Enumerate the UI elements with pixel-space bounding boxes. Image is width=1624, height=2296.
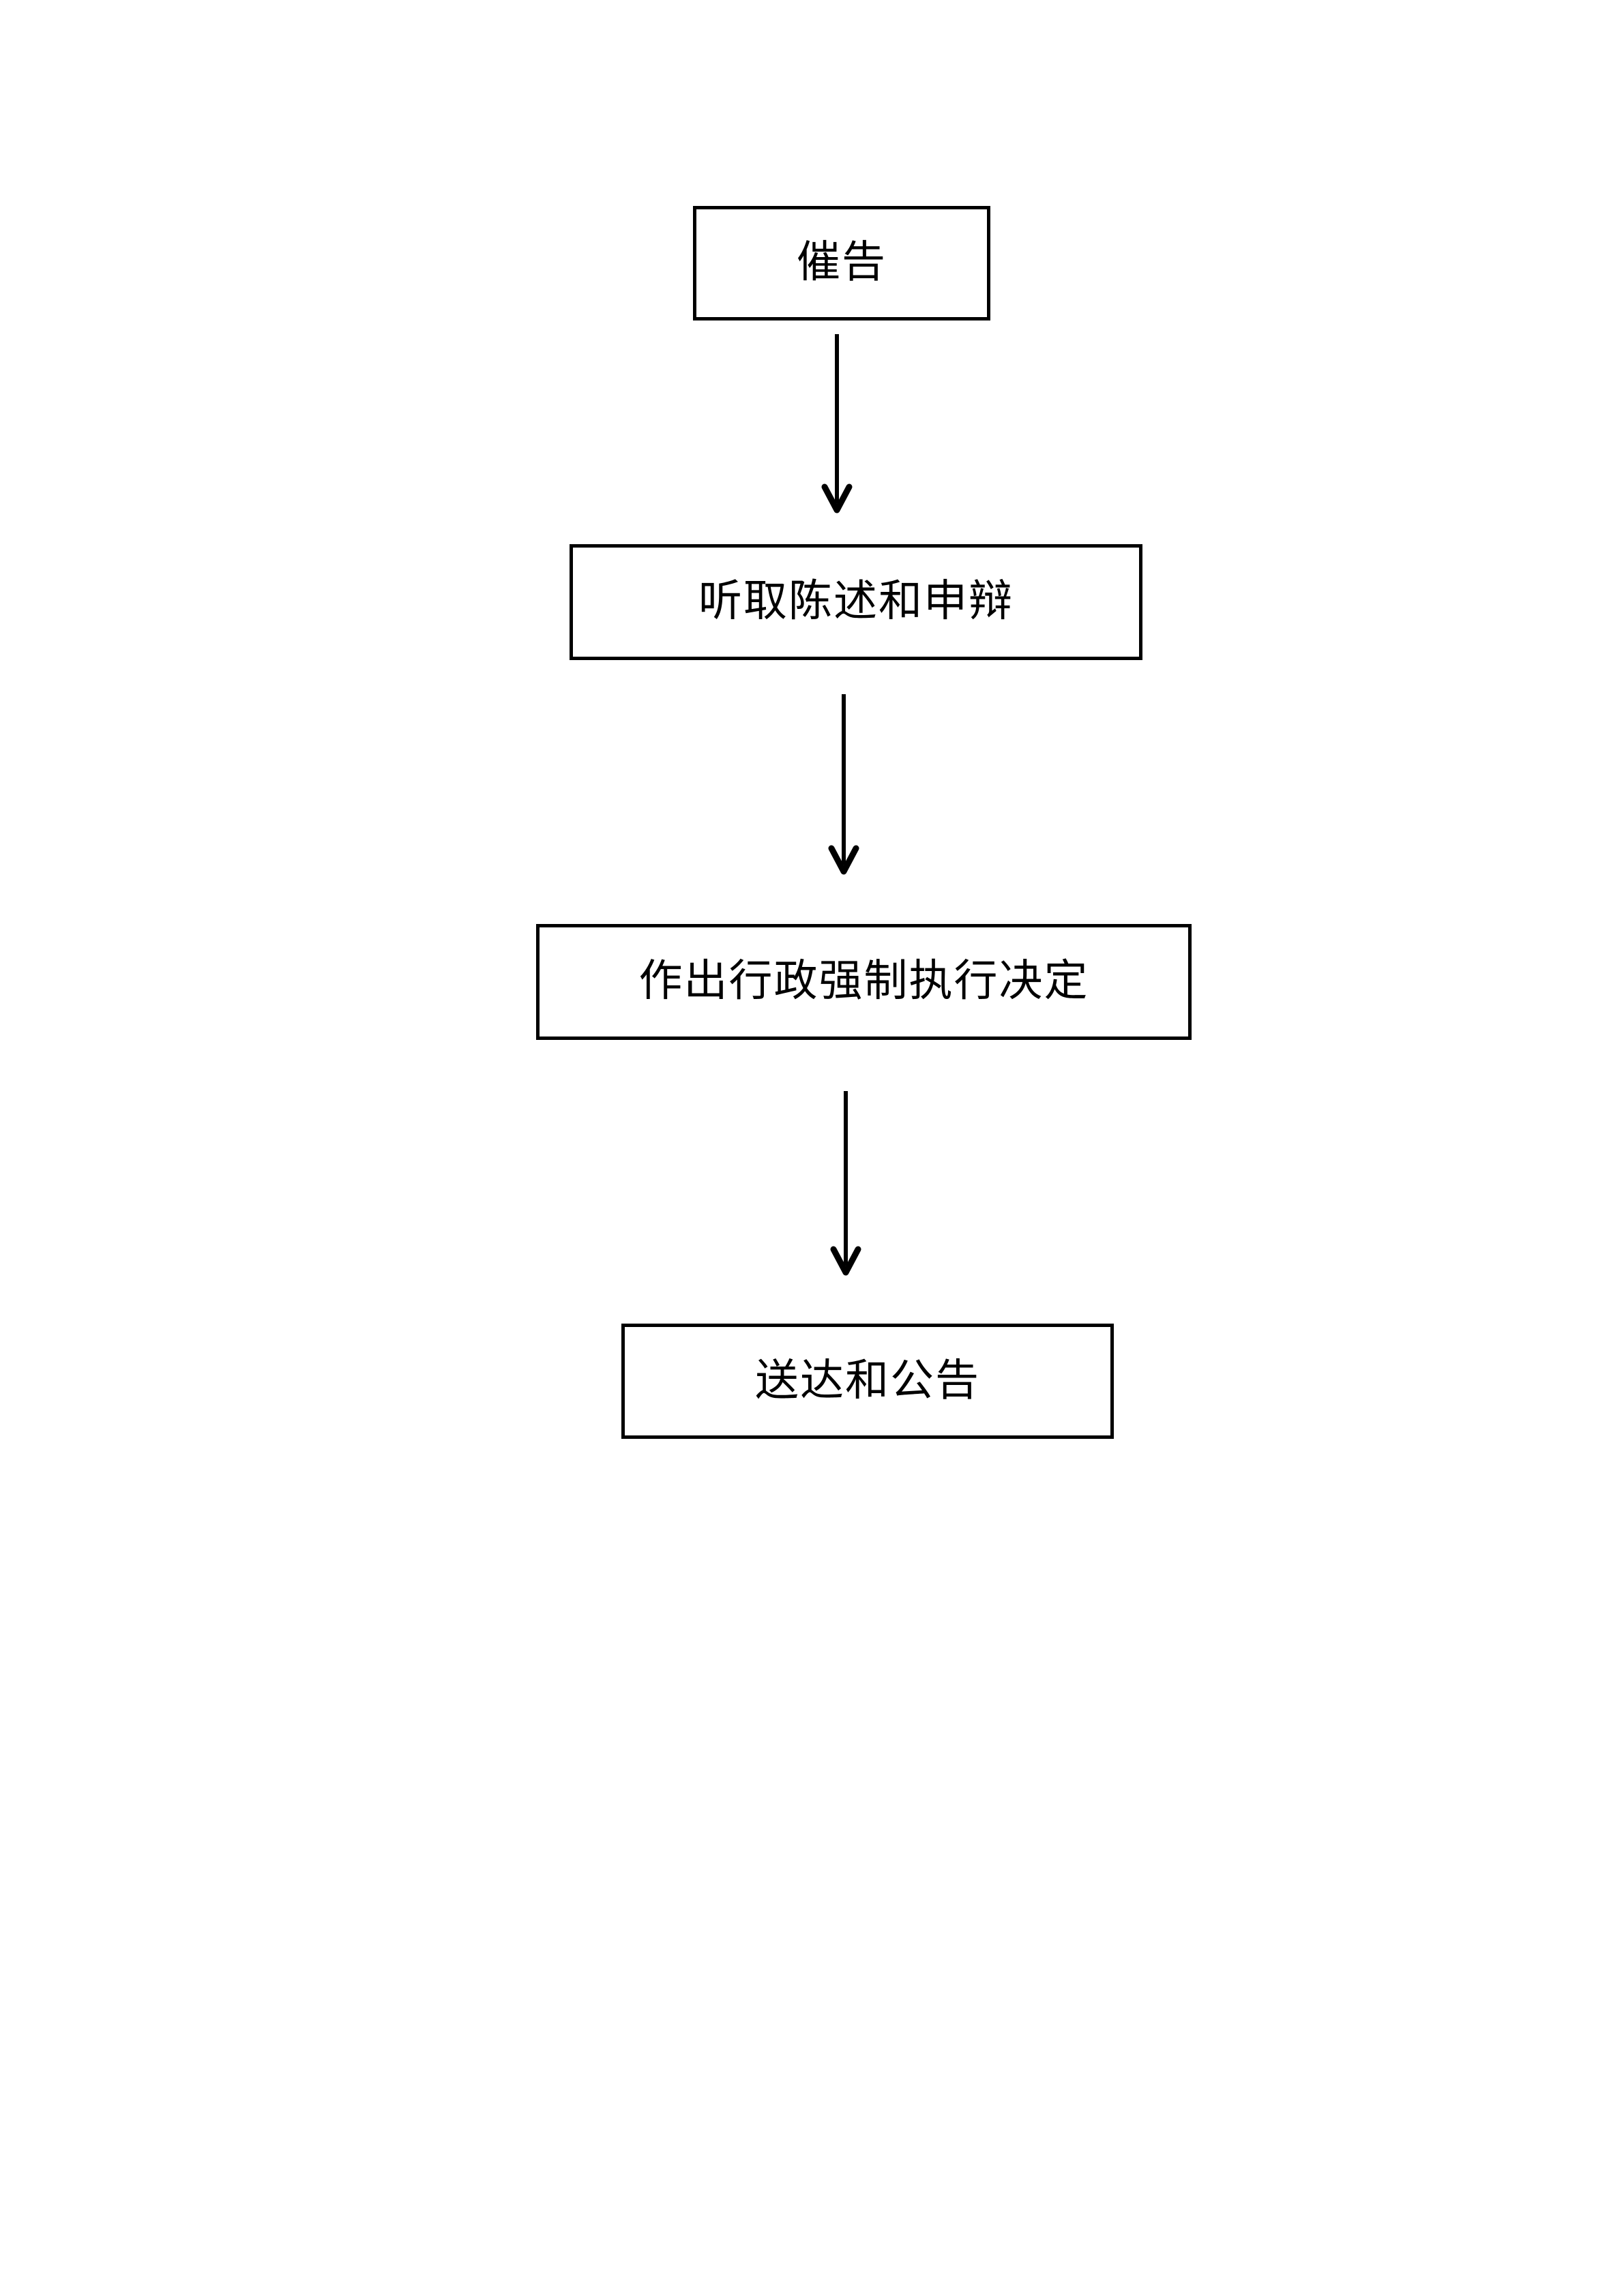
flow-node-label: 催告 [797, 237, 887, 288]
flow-node-label: 作出行政强制执行决定 [638, 956, 1089, 1007]
flow-arrow-down-1 [816, 334, 857, 513]
flow-node-tingqu-chenshu-shenbian[interactable]: 听取陈述和申辩 [570, 544, 1142, 660]
flow-node-zuochu-xingzheng-qiangzhi-zhixing-jueding[interactable]: 作出行政强制执行决定 [536, 924, 1192, 1040]
flow-node-label: 送达和公告 [755, 1355, 980, 1406]
flow-node-songda-gonggao[interactable]: 送达和公告 [621, 1324, 1114, 1439]
flow-arrow-down-3 [825, 1091, 866, 1276]
flow-arrow-down-2 [823, 694, 864, 875]
flow-node-label: 听取陈述和申辩 [698, 576, 1014, 627]
flow-node-cuigao[interactable]: 催告 [693, 206, 990, 320]
